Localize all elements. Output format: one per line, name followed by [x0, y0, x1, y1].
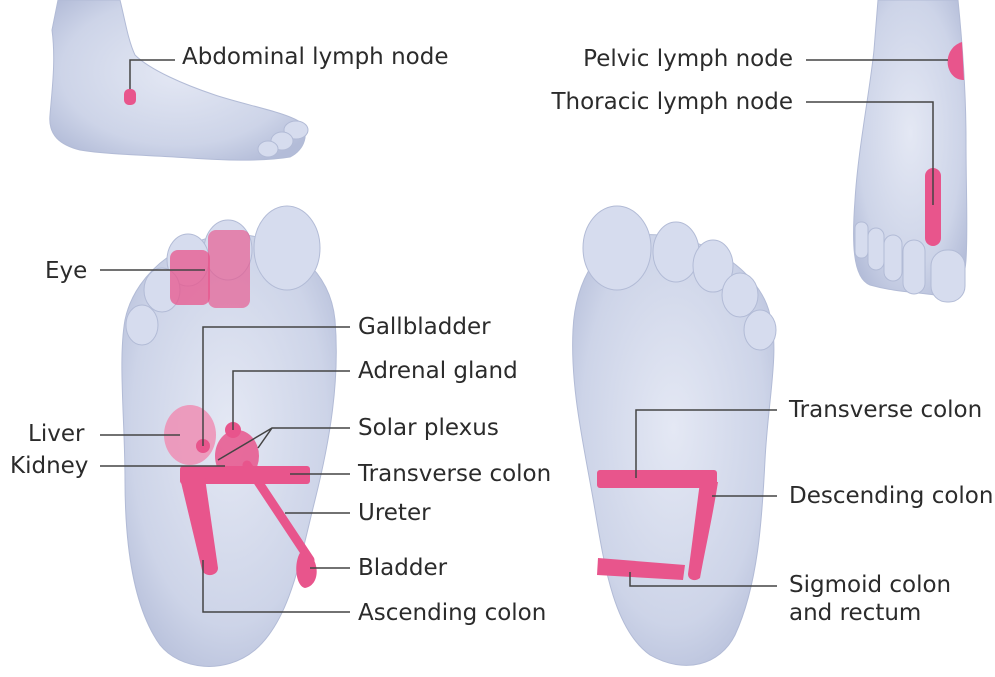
big-toe: [583, 206, 651, 290]
bladder-zone: [296, 550, 316, 588]
toe: [722, 273, 758, 317]
toe: [126, 305, 158, 345]
toe: [855, 222, 868, 258]
ascending-colon-label: Ascending colon: [358, 600, 546, 627]
toe: [258, 141, 278, 157]
abdominal-lymph-node-label: Abdominal lymph node: [182, 44, 448, 71]
toe: [884, 235, 902, 281]
eye-zone: [208, 230, 250, 308]
pelvic-lymph-node-label: Pelvic lymph node: [583, 46, 793, 73]
dorsal-foot: [806, 0, 967, 302]
transverse-colon-label-left: Transverse colon: [358, 461, 551, 488]
toe: [931, 250, 965, 302]
sigmoid-colon-label-line1: Sigmoid colon: [789, 572, 951, 599]
toe: [868, 228, 884, 270]
thoracic-lymph-node-label: Thoracic lymph node: [551, 89, 793, 116]
solar-plexus-label: Solar plexus: [358, 415, 499, 442]
right-sole: [573, 206, 777, 665]
abdominal-lymph-node-zone: [124, 89, 136, 105]
transverse-colon-zone: [597, 470, 717, 488]
toe: [653, 222, 699, 282]
transverse-colon-label-right: Transverse colon: [789, 397, 982, 424]
descending-colon-label: Descending colon: [789, 483, 993, 510]
gallbladder-label: Gallbladder: [358, 314, 491, 341]
eye-zone: [170, 250, 210, 305]
liver-label: Liver: [28, 421, 84, 448]
toe: [744, 310, 776, 350]
side-foot-shape: [50, 0, 305, 160]
left-sole: [100, 206, 350, 666]
adrenal-gland-label: Adrenal gland: [358, 358, 518, 385]
kidney-label: Kidney: [10, 453, 88, 480]
eye-label: Eye: [45, 258, 87, 285]
ureter-label: Ureter: [358, 500, 431, 527]
sigmoid-colon-label-line2: and rectum: [789, 600, 921, 627]
bladder-label: Bladder: [358, 555, 447, 582]
toe: [903, 240, 925, 294]
side-foot: [50, 0, 308, 160]
big-toe: [254, 206, 320, 290]
